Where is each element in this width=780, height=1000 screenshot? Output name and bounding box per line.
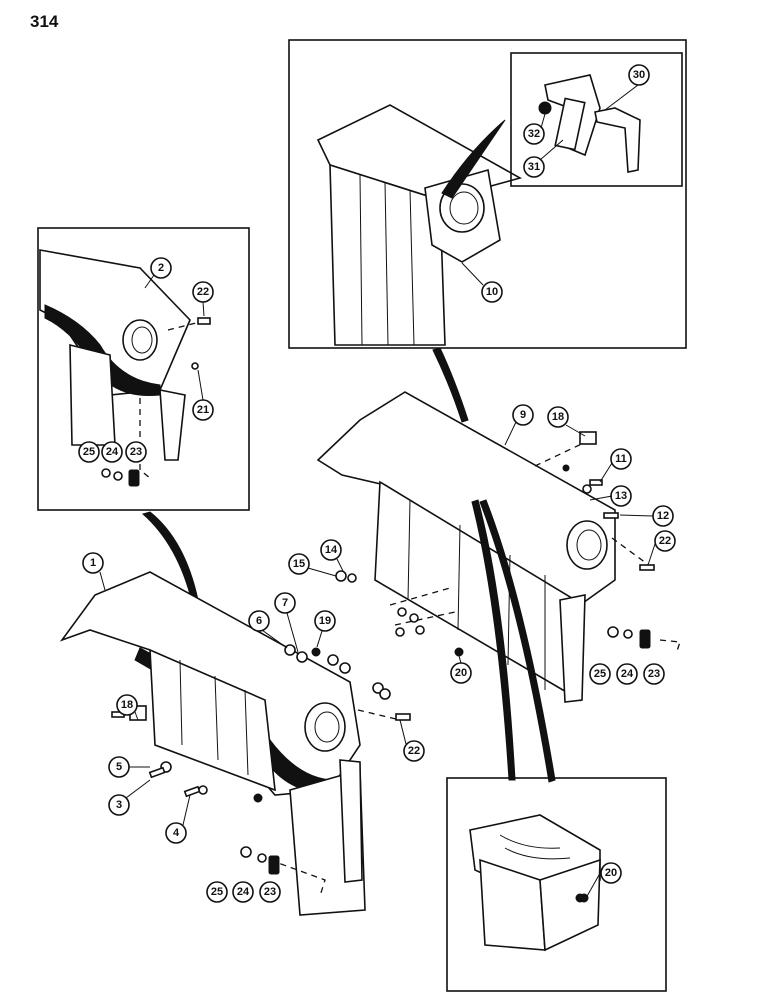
callout-25-b-text: 25 [594, 668, 606, 680]
callout-31-text: 31 [528, 161, 540, 173]
callout-2-text: 2 [158, 262, 164, 274]
callout-20-b: 20 [600, 862, 622, 884]
callout-10: 10 [481, 281, 503, 303]
callout-15: 15 [288, 553, 310, 575]
callout-18-a: 18 [547, 406, 569, 428]
callout-22-c: 22 [403, 740, 425, 762]
callout-24-b: 24 [616, 663, 638, 685]
callout-25-c: 25 [206, 881, 228, 903]
callout-6-text: 6 [256, 615, 262, 627]
callout-2: 2 [150, 257, 172, 279]
callout-23-a: 23 [125, 441, 147, 463]
callout-11-text: 11 [615, 453, 627, 465]
callout-20-a: 20 [450, 662, 472, 684]
callout-24-b-text: 24 [621, 668, 634, 680]
callout-18-b: 18 [116, 694, 138, 716]
callout-18-b-text: 18 [121, 699, 133, 711]
callout-4-text: 4 [173, 827, 180, 839]
callout-21: 21 [192, 399, 214, 421]
callout-30-text: 30 [633, 69, 645, 81]
callout-30: 30 [628, 64, 650, 86]
callout-20-a-text: 20 [455, 667, 467, 679]
callout-23-c: 23 [259, 881, 281, 903]
hardware [101, 317, 655, 903]
callout-21-text: 21 [197, 404, 209, 416]
inset-bottom-right [446, 777, 667, 992]
hood-right [316, 391, 681, 783]
callout-9-text: 9 [520, 409, 526, 421]
callout-1-text: 1 [90, 557, 96, 569]
callout-25-b: 25 [589, 663, 611, 685]
callout-14: 14 [320, 539, 342, 561]
callout-5-text: 5 [116, 761, 122, 773]
callout-9: 9 [512, 404, 534, 426]
callout-32-text: 32 [528, 128, 540, 140]
callout-12: 12 [652, 505, 674, 527]
callout-22-b: 22 [654, 530, 676, 552]
callout-15-text: 15 [293, 558, 305, 570]
callout-22-b-text: 22 [659, 535, 671, 547]
callout-25-a: 25 [78, 441, 100, 463]
callout-7-text: 7 [282, 597, 288, 609]
callout-23-b: 23 [643, 663, 665, 685]
callout-24-c-text: 24 [237, 886, 250, 898]
callout-24-a: 24 [101, 441, 123, 463]
callout-23-a-text: 23 [130, 446, 142, 458]
callout-13-text: 13 [615, 490, 627, 502]
callout-24-a-text: 24 [106, 446, 119, 458]
callout-14-text: 14 [325, 544, 338, 556]
inset-left-end [37, 227, 250, 603]
callout-25-a-text: 25 [83, 446, 95, 458]
leader-lines [99, 84, 656, 899]
callout-19-text: 19 [319, 615, 331, 627]
callout-7: 7 [274, 592, 296, 614]
callout-23-c-text: 23 [264, 886, 276, 898]
callout-12-text: 12 [657, 510, 669, 522]
callout-20-b-text: 20 [605, 867, 617, 879]
bracket-sub-inset [538, 74, 641, 173]
callout-24-c: 24 [232, 881, 254, 903]
callout-23-b-text: 23 [648, 668, 660, 680]
page-number: 314 [30, 12, 59, 31]
callout-25-c-text: 25 [211, 886, 223, 898]
callout-1: 1 [82, 552, 104, 574]
callout-4: 4 [165, 822, 187, 844]
callout-5: 5 [108, 756, 130, 778]
callout-32: 32 [523, 123, 545, 145]
callout-13: 13 [610, 485, 632, 507]
callout-22-c-text: 22 [408, 745, 420, 757]
callout-10-text: 10 [486, 286, 498, 298]
inset-hood-end [288, 39, 687, 423]
callout-3-text: 3 [116, 799, 122, 811]
callout-6: 6 [248, 610, 270, 632]
callout-3: 3 [108, 794, 130, 816]
callout-22-a: 22 [192, 281, 214, 303]
callout-31: 31 [523, 156, 545, 178]
callout-18-a-text: 18 [552, 411, 564, 423]
callout-22-a-text: 22 [197, 286, 209, 298]
callout-11: 11 [610, 448, 632, 470]
hood-left [59, 571, 401, 916]
callout-19: 19 [314, 610, 336, 632]
